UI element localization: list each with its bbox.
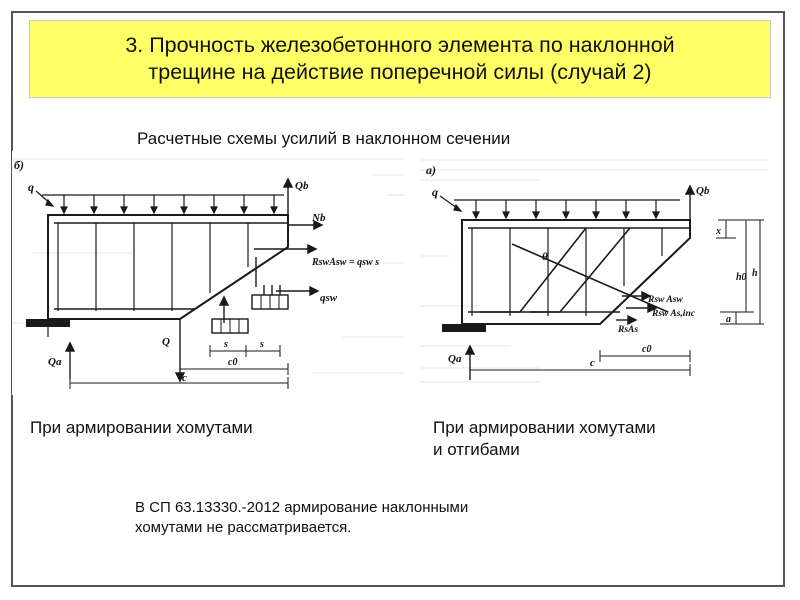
height-dimensions — [716, 219, 764, 325]
label-qb: Qb — [696, 185, 710, 197]
subtitle: Расчетные схемы усилий в наклонном сечен… — [137, 129, 511, 148]
label-a: a — [726, 314, 731, 325]
figure-stirrups: б) q Qb Nb RswAsw = qsw s qsw Q Qa s s c… — [12, 151, 404, 395]
figure-stirrups-bent-bars: а) q Qb θ Rsw Asw Rsw As,inc RsAs Qa x h… — [420, 156, 768, 392]
title-box: 3. Прочность железобетонного элемента по… — [29, 20, 771, 98]
panel-tag-left: б) — [14, 158, 24, 172]
label-rs-as: RsAs — [617, 325, 638, 335]
distributed-load — [439, 195, 680, 220]
caption-stirrups-bent-bars: При армировании хомутами и отгибами — [433, 417, 656, 461]
label-rsw-eq: RswAsw = qsw s — [311, 257, 379, 268]
label-c0: c0 — [642, 344, 651, 355]
background-text-lines — [420, 159, 768, 383]
label-rsw-asw: Rsw Asw — [647, 295, 683, 305]
code-note-line-2: хомутами не рассматривается. — [135, 519, 352, 536]
label-x: x — [715, 226, 721, 237]
support — [442, 324, 486, 332]
label-s2: s — [259, 339, 264, 350]
label-qsw: qsw — [320, 292, 338, 304]
label-c: c — [590, 357, 595, 369]
title-line-1: 3. Прочность железобетонного элемента по… — [125, 33, 675, 57]
label-theta: θ — [542, 251, 548, 263]
label-qa: Qa — [48, 356, 62, 368]
code-note: В СП 63.13330.-2012 армирование наклонны… — [135, 498, 468, 538]
dimension-lines — [69, 345, 289, 389]
label-q: q — [432, 185, 438, 199]
figure-stirrups-drawing: б) q Qb Nb RswAsw = qsw s qsw Q Qa s s c… — [12, 151, 404, 395]
longitudinal-bars — [54, 222, 288, 310]
figure-background — [420, 156, 768, 392]
label-qb: Qb — [295, 180, 309, 192]
label-rsw-asinc: Rsw As,inc — [651, 309, 696, 319]
beam-outline — [461, 219, 691, 325]
caption-right-line-2: и отгибами — [433, 440, 520, 459]
figure-background — [12, 151, 404, 395]
beam-outline — [47, 214, 289, 320]
label-q: q — [28, 180, 34, 194]
code-note-line-1: В СП 63.13330.-2012 армирование наклонны… — [135, 499, 469, 516]
label-nb: Nb — [311, 212, 326, 224]
distributed-load — [35, 190, 284, 215]
support — [26, 319, 70, 337]
force-arrows — [64, 177, 324, 383]
label-h0: h0 — [736, 272, 747, 283]
label-h: h — [752, 268, 758, 279]
label-s1: s — [223, 339, 228, 350]
caption-right-line-1: При армировании хомутами — [433, 418, 656, 437]
label-c0: c0 — [228, 357, 237, 368]
title-line-2: трещине на действие поперечной силы (слу… — [148, 60, 652, 84]
label-c: c — [182, 372, 187, 384]
stirrups — [471, 228, 663, 316]
force-arrows — [464, 184, 696, 380]
dimension-lines — [469, 350, 691, 376]
panel-tag-right: а) — [426, 163, 436, 177]
caption-stirrups: При армировании хомутами — [30, 418, 253, 437]
figure-stirrups-bent-bars-drawing: а) q Qb θ Rsw Asw Rsw As,inc RsAs Qa x h… — [420, 156, 768, 392]
stirrups — [57, 223, 249, 311]
label-q-force: Q — [162, 336, 170, 348]
qsw-blocks — [211, 294, 289, 334]
label-qa: Qa — [448, 353, 462, 365]
